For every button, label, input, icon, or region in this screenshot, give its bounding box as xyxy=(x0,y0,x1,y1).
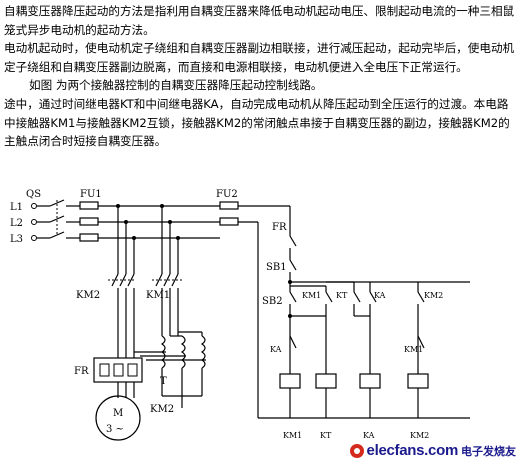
elecfans-logo-icon xyxy=(349,443,364,458)
coil-ka xyxy=(359,373,381,389)
label-ctrl-ka-2: KM2 xyxy=(424,291,443,300)
terminal-l3 xyxy=(31,235,37,241)
qs-blade-3 xyxy=(49,231,65,239)
label-qs: QS xyxy=(26,189,41,200)
label-fu1: FU1 xyxy=(80,189,102,200)
motor-phase: 3 ~ xyxy=(106,424,124,435)
fuse-fu2-2 xyxy=(219,217,239,226)
label-l2: L2 xyxy=(10,218,23,229)
coil-label-km2: KM2 xyxy=(410,431,429,440)
qs-blade-2 xyxy=(49,215,65,223)
label-fr-main: FR xyxy=(74,366,89,377)
label-ctrl-km1-nc: KM1 xyxy=(404,345,423,354)
elecfans-logo: elecfans.com 电子发烧友 xyxy=(349,442,516,459)
label-km2-main: KM2 xyxy=(76,290,100,301)
label-ctrl-kt: KT xyxy=(336,291,348,300)
label-km2-lower: KM2 xyxy=(150,404,174,415)
fuse-fu1-1 xyxy=(79,201,99,210)
qs-blade-1 xyxy=(49,199,65,207)
motor-label: M xyxy=(113,408,123,419)
paragraph-1: 自耦变压器降压起动的方法是指利用自耦变压器来降低电动机起动电压、限制起动电流的一… xyxy=(4,4,515,37)
terminal-l1 xyxy=(31,203,37,209)
paragraph-2: 电动机起动时，使电动机定子绕组和自耦变压器副边相联接，进行减压起动，起动完毕后，… xyxy=(4,41,515,74)
coil-label-kt: KT xyxy=(320,431,332,440)
label-fu2: FU2 xyxy=(216,189,238,200)
coil-km1 xyxy=(279,373,301,389)
motor xyxy=(95,395,141,441)
label-km1-main: KM1 xyxy=(146,290,170,301)
label-l3: L3 xyxy=(10,234,23,245)
paragraph-intro: 自耦变压器降压起动的方法是指利用自耦变压器来降低电动机起动电压、限制起动电流的一… xyxy=(4,2,520,151)
winding-2 xyxy=(180,335,186,369)
label-transformer: T xyxy=(160,376,167,387)
label-sb2: SB2 xyxy=(262,296,283,307)
label-ctrl-ka: KA xyxy=(374,291,386,300)
label-ctrl-fr: FR xyxy=(272,222,287,233)
winding-3 xyxy=(200,335,206,369)
coil-kt xyxy=(315,373,337,389)
label-l1: L1 xyxy=(10,202,23,213)
coil-label-km1: KM1 xyxy=(283,431,302,440)
paragraph-4: 途中，通过时间继电器KT和中间继电器KA，自动完成电动机从降压起动到全压运行的过… xyxy=(4,96,510,149)
wiring-diagram: L1 L2 L3 QS FU1 FU2 xyxy=(10,189,470,441)
thermal-relay-fr xyxy=(93,357,143,383)
coil-km2 xyxy=(407,373,429,389)
label-ctrl-km1: KM1 xyxy=(302,291,321,300)
terminal-l2 xyxy=(31,219,37,225)
logo-brand: elecfans.com xyxy=(366,442,459,459)
fuse-fu2-1 xyxy=(219,201,239,210)
label-ctrl-ka-nc: KA xyxy=(270,345,282,354)
logo-cn: 电子发烧友 xyxy=(461,444,516,458)
fuse-fu1-2 xyxy=(79,217,99,226)
fuse-fu1-3 xyxy=(79,233,99,242)
coil-label-ka: KA xyxy=(363,431,375,440)
paragraph-3: 如图 为两个接触器控制的自耦变压器降压起动控制线路。 xyxy=(29,78,323,93)
label-sb1: SB1 xyxy=(266,262,287,273)
